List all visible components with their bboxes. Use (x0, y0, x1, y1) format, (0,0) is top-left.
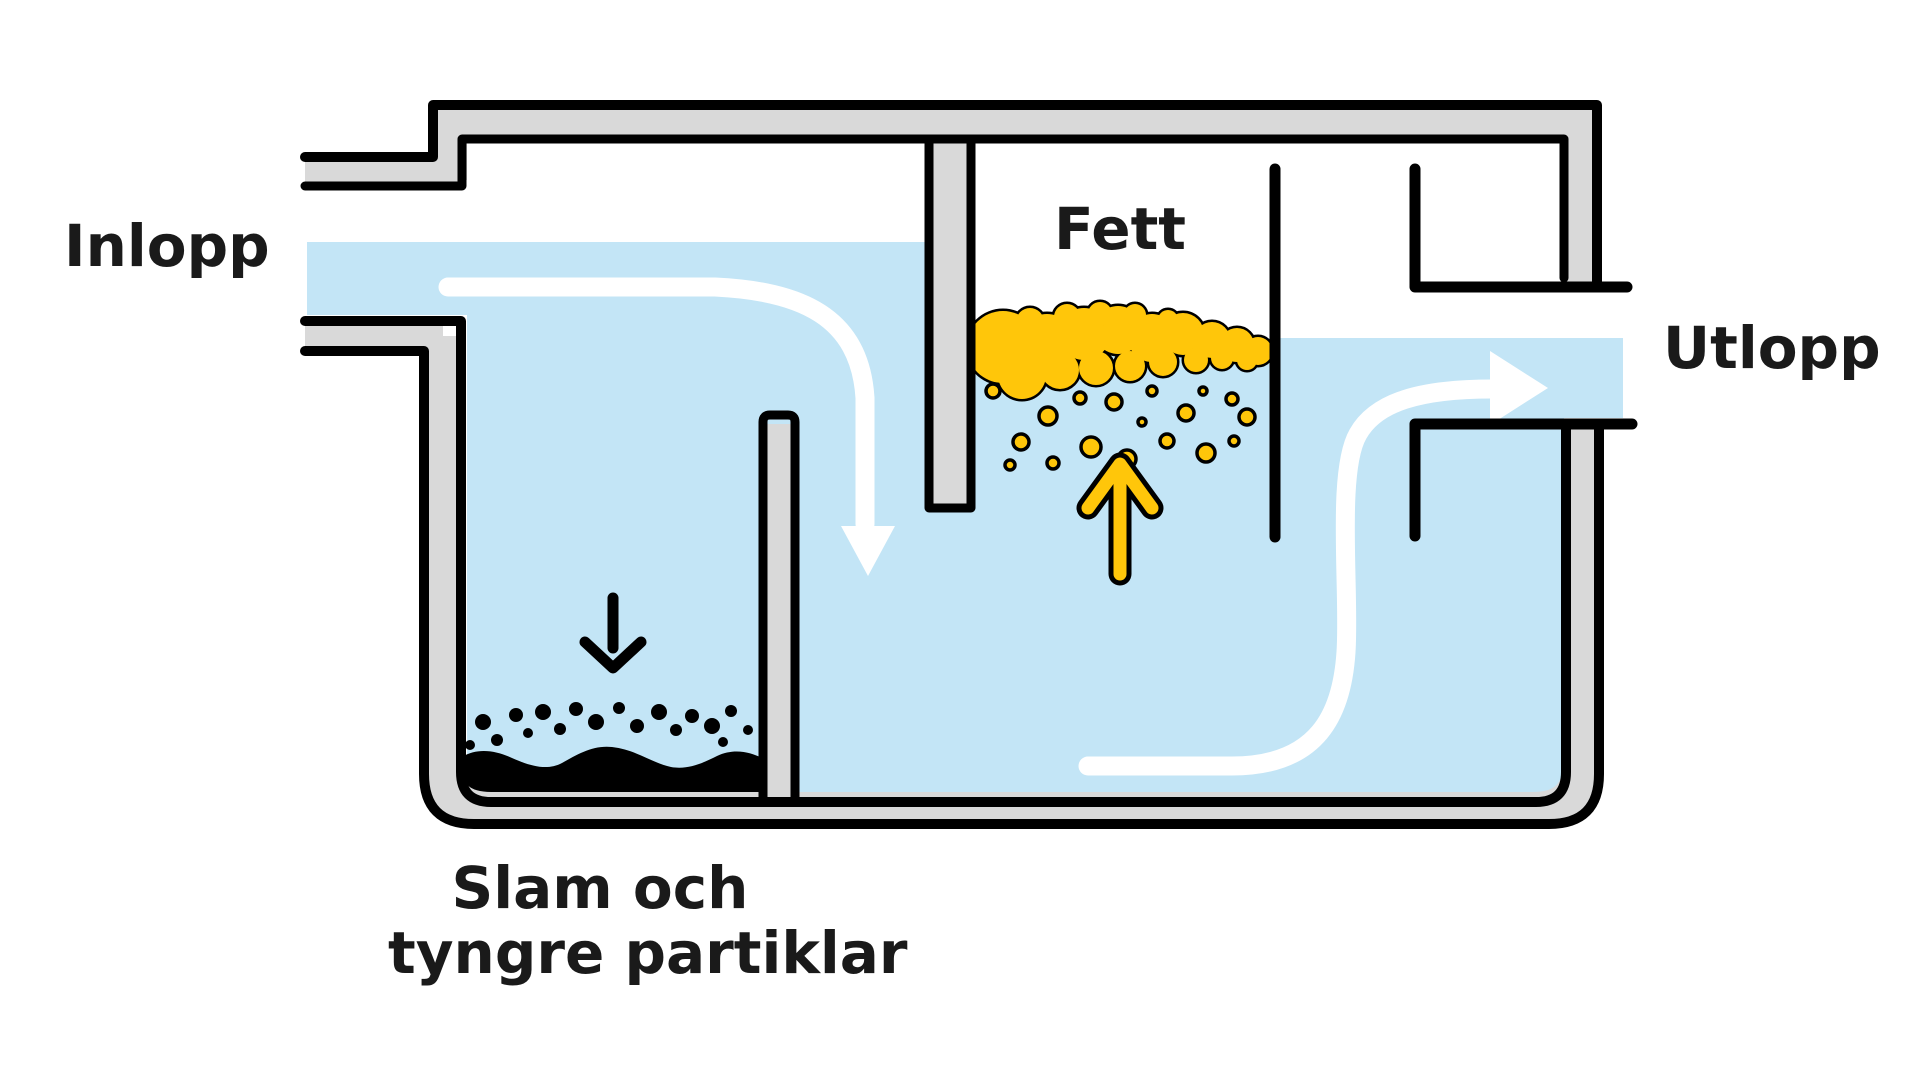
sludge-label-line2: tyngre partiklar (388, 919, 908, 987)
sludge-label-line1: Slam och (451, 854, 749, 922)
outlet-label: Utlopp (1663, 314, 1881, 382)
fat-rise-arrow-icon (1076, 452, 1164, 586)
outlet-lower-baffle (1409, 418, 1638, 542)
sludge-label: Slam och tyngre partiklar (388, 854, 908, 987)
water-body (307, 242, 1623, 800)
sludge-layer (462, 702, 762, 806)
sludge-particles (465, 702, 753, 750)
tank-wall-outlines (300, 100, 1604, 829)
inlet-flow-arrow-icon (438, 277, 895, 576)
outlet-flow-arrow-icon (1078, 351, 1548, 776)
fat-label: Fett (1053, 195, 1187, 263)
sludge-settle-arrow-icon (579, 592, 647, 674)
center-divider-outline (924, 135, 976, 513)
tank-walls (305, 103, 1600, 828)
sludge-baffle-outline (758, 410, 800, 805)
outlet-upper-baffle (1409, 163, 1633, 293)
outlet-baffles (1269, 163, 1638, 543)
inlet-label: Inlopp (64, 212, 270, 280)
